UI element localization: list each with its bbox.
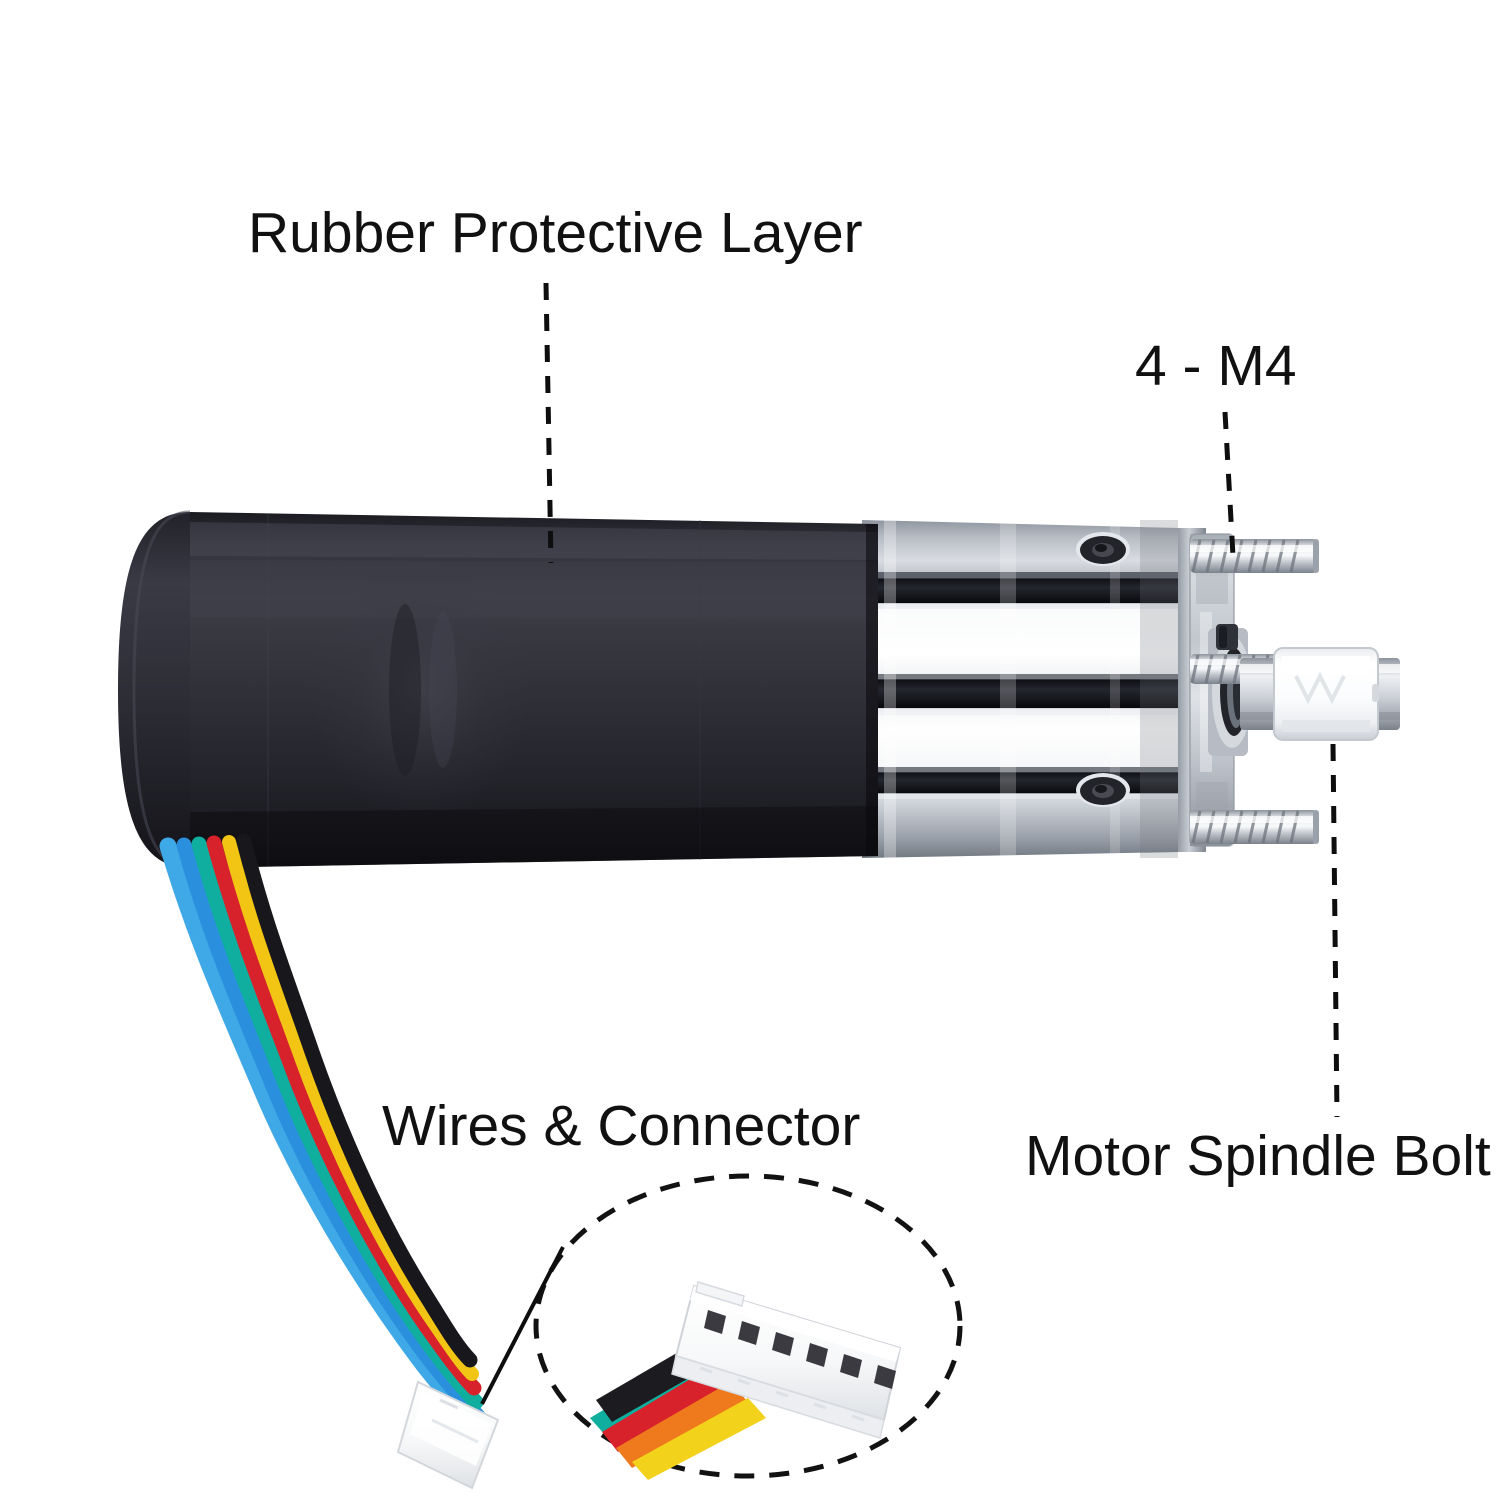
leader-line-spindle — [1330, 743, 1340, 1118]
label-4-m4: 4 - M4 — [1135, 334, 1297, 398]
wire-blue — [176, 837, 486, 1424]
rubber-protective-layer — [118, 510, 878, 870]
wire-teal — [191, 836, 484, 1410]
leader-line-rubber — [543, 282, 554, 564]
detail-wire-yellow — [632, 1398, 766, 1480]
gearbox-housing — [862, 520, 1180, 858]
rubber-end-cap — [118, 512, 190, 868]
m4-mounting-bolt — [1190, 810, 1319, 844]
detail-wire-red — [602, 1366, 730, 1452]
connector-pins — [704, 1310, 896, 1389]
hex-socket-screw-bottom — [1076, 773, 1130, 807]
wire-red — [206, 835, 482, 1396]
m4-mounting-bolt — [1190, 539, 1319, 573]
label-rubber-protective-layer: Rubber Protective Layer — [248, 201, 863, 265]
wire-black — [236, 833, 478, 1368]
wire-harness — [159, 833, 491, 1437]
label-motor-spindle-bolt: Motor Spindle Bolt — [1025, 1124, 1491, 1188]
leader-line-m4 — [1222, 411, 1236, 557]
gearbox-groove — [862, 578, 1178, 604]
connector-detail-art — [590, 1281, 902, 1480]
mounting-flange — [1178, 528, 1235, 852]
hex-socket-screw-top — [1076, 532, 1130, 566]
motor-spindle-bolt — [1273, 647, 1379, 741]
detail-wire-orange — [616, 1382, 748, 1468]
wire-connector — [396, 1380, 500, 1490]
connector-detail-ellipse — [533, 1173, 963, 1479]
leader-line-wires — [480, 1246, 565, 1405]
label-wires-and-connector: Wires & Connector — [382, 1094, 861, 1158]
gearbox-groove — [862, 679, 1178, 709]
